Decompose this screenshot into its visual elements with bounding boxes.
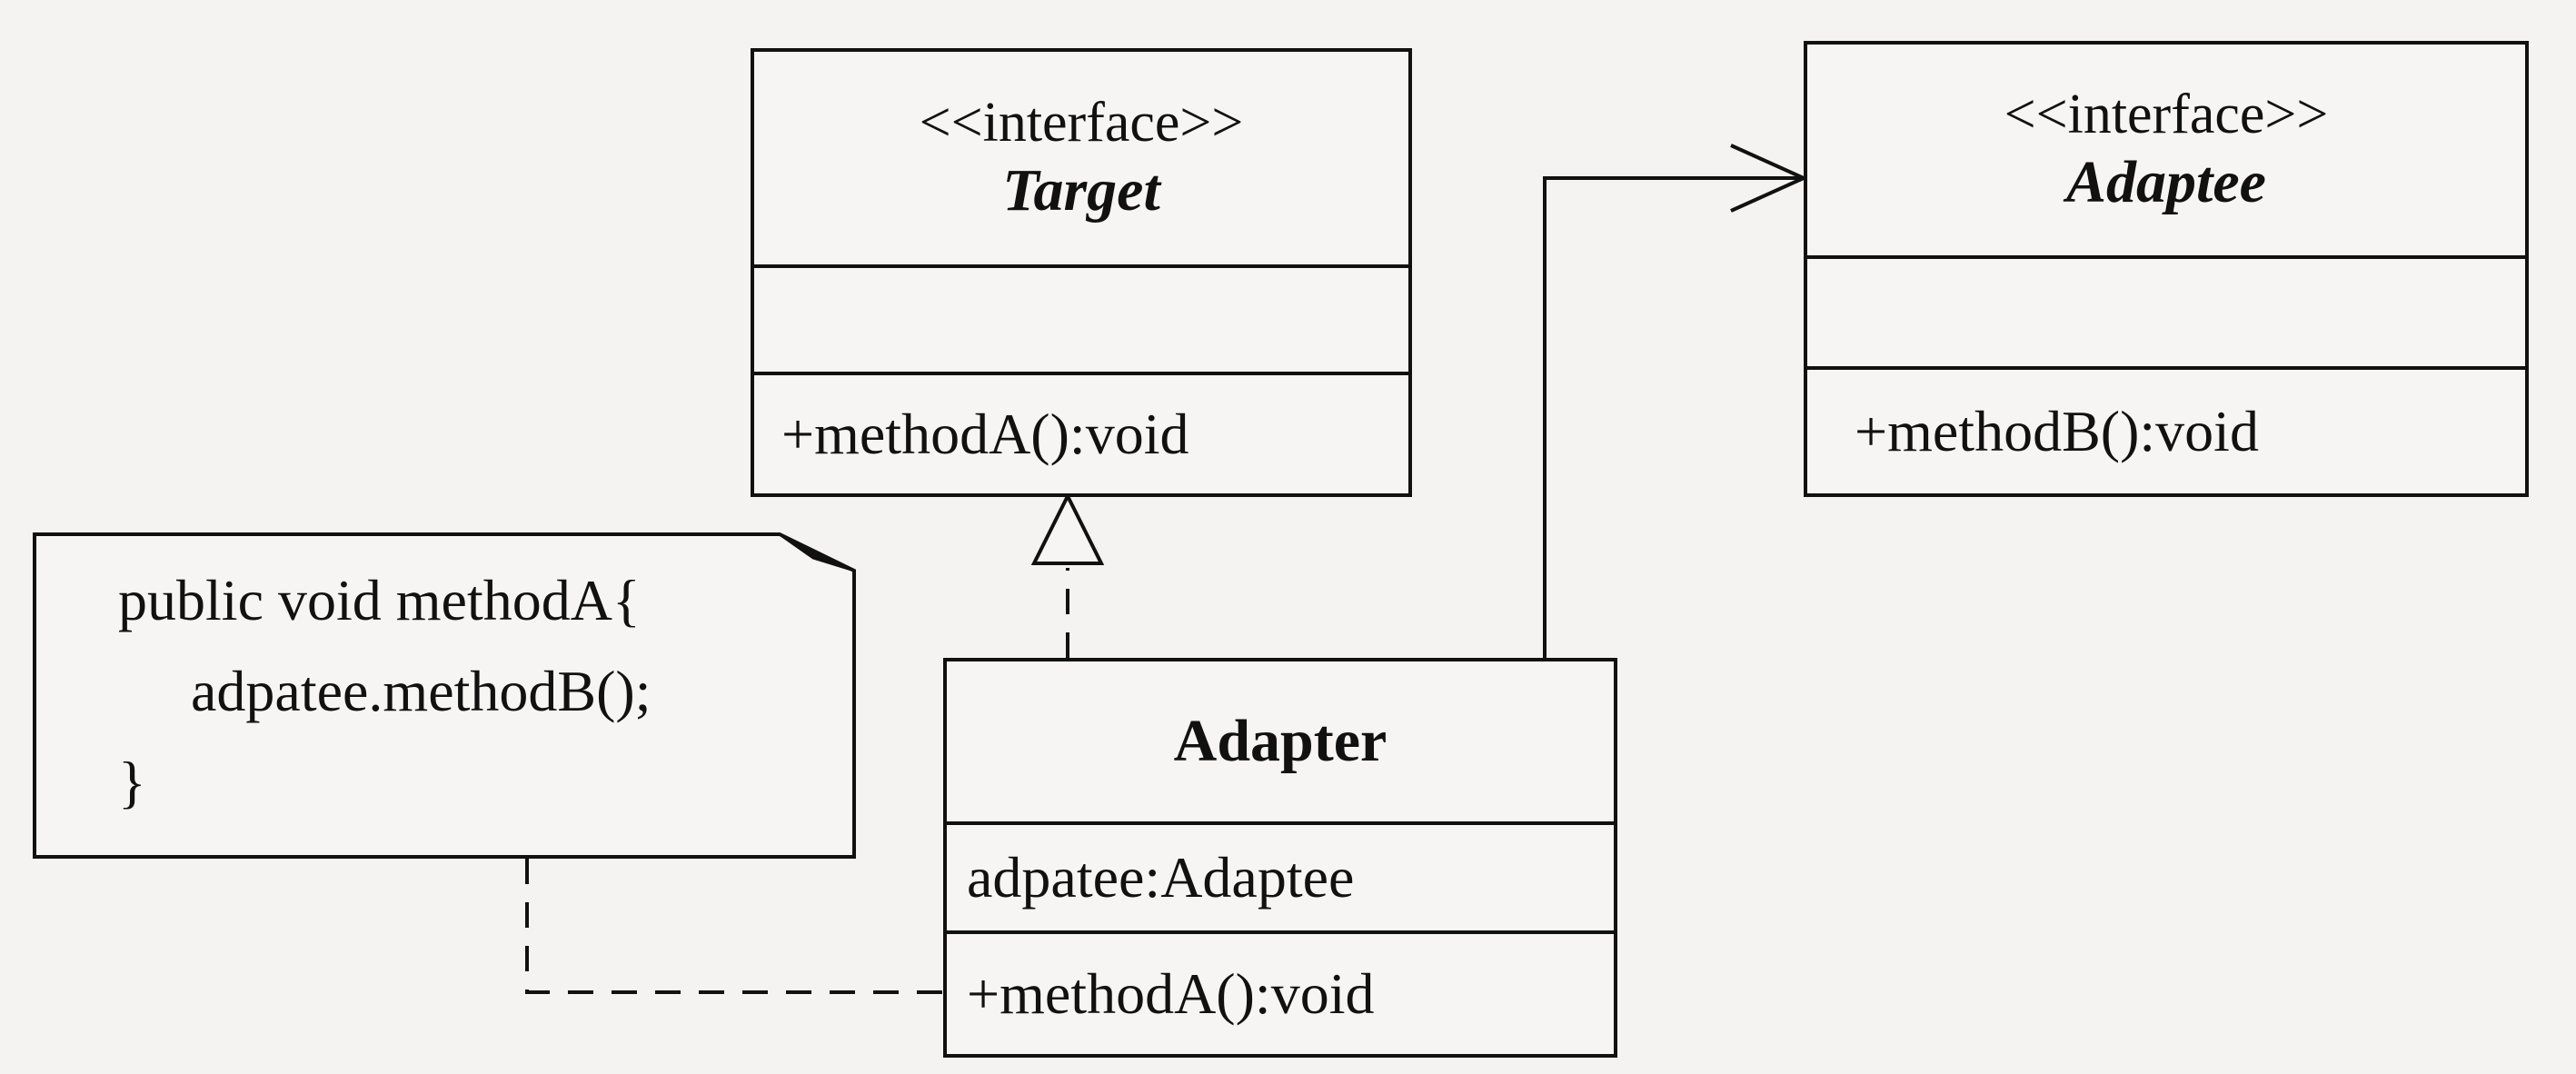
class-adapter[interactable]: Adapter adpatee:Adaptee +methodA():void	[943, 658, 1617, 1058]
adapter-header: Adapter	[947, 661, 1614, 821]
note-line-3: }	[118, 750, 146, 814]
class-target[interactable]: <<interface>> Target +methodA():void	[751, 48, 1412, 497]
adapter-attribute: adpatee:Adaptee	[947, 821, 1614, 930]
adaptee-class-name: Adaptee	[2066, 148, 2266, 215]
note-line-1: public void methodA{	[118, 568, 641, 632]
target-stereotype: <<interface>>	[919, 92, 1244, 154]
target-header: <<interface>> Target	[754, 52, 1408, 264]
adapter-operation: +methodA():void	[947, 930, 1614, 1054]
note-anchor-line	[525, 859, 945, 994]
target-attributes	[754, 264, 1408, 372]
adapter-class-name: Adapter	[1173, 708, 1387, 775]
target-operation: +methodA():void	[754, 372, 1408, 493]
association-line	[1543, 176, 1804, 660]
realization-arrowhead	[1030, 492, 1105, 565]
adaptee-header: <<interface>> Adaptee	[1807, 45, 2525, 255]
adaptee-stereotype: <<interface>>	[2004, 84, 2329, 146]
adaptee-operation: +methodB():void	[1807, 366, 2525, 493]
class-adaptee[interactable]: <<interface>> Adaptee +methodB():void	[1804, 41, 2529, 497]
note-line-2: adpatee.methodB();	[191, 659, 651, 723]
note-fold	[779, 532, 855, 572]
adaptee-attributes	[1807, 255, 2525, 366]
target-class-name: Target	[1002, 156, 1160, 224]
note-shape	[33, 532, 856, 859]
